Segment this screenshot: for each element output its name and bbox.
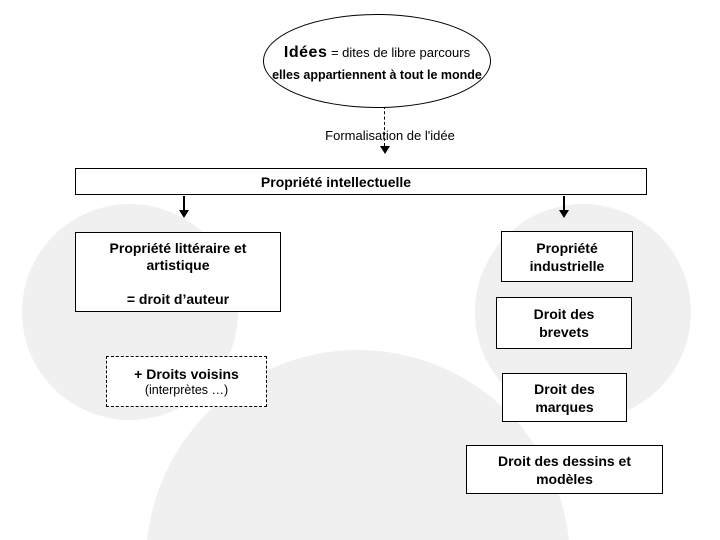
- droit-dessins-modeles-box: Droit des dessins et modèles: [466, 445, 663, 494]
- droit-marques-box: Droit des marques: [502, 373, 627, 422]
- propriete-industrielle-box: Propriété industrielle: [501, 231, 633, 282]
- ideas-ellipse: Idées = dites de libre parcours elles ap…: [263, 14, 491, 108]
- ideas-note: elles appartiennent à tout le monde: [272, 68, 482, 82]
- propriete-litteraire-label: Propriété littéraire et artistique: [109, 240, 247, 273]
- right-branch-arrow-line: [563, 196, 565, 210]
- propriete-industrielle-label: Propriété industrielle: [529, 239, 605, 274]
- ideas-ellipse-line1: Idées = dites de libre parcours: [284, 44, 470, 62]
- formalisation-label: Formalisation de l'idée: [325, 128, 455, 143]
- dashed-connector-line: [384, 106, 385, 146]
- left-branch-arrow-line: [183, 196, 185, 210]
- ideas-title: Idées: [283, 44, 328, 61]
- droit-marques-label: Droit des marques: [534, 380, 595, 415]
- droit-brevets-label: Droit des brevets: [533, 306, 595, 340]
- droits-voisins-label: + Droits voisins: [134, 366, 239, 382]
- droits-voisins-box: + Droits voisins (interprètes …): [106, 356, 267, 407]
- propriete-litteraire-box: Propriété littéraire et artistique = dro…: [75, 232, 281, 312]
- ideas-subtitle: = dites de libre parcours: [330, 45, 471, 60]
- droit-brevets-box: Droit des brevets: [496, 297, 632, 349]
- droit-auteur-label: = droit d’auteur: [126, 291, 230, 307]
- propriete-intellectuelle-label: Propriété intellectuelle: [260, 173, 412, 190]
- propriete-intellectuelle-box: Propriété intellectuelle: [75, 168, 647, 195]
- left-branch-arrowhead-icon: [179, 210, 189, 218]
- interpretes-label: (interprètes …): [144, 383, 229, 397]
- droit-dessins-modeles-label: Droit des dessins et modèles: [497, 452, 632, 487]
- right-branch-arrowhead-icon: [559, 210, 569, 218]
- dashed-connector-arrowhead-icon: [380, 146, 390, 154]
